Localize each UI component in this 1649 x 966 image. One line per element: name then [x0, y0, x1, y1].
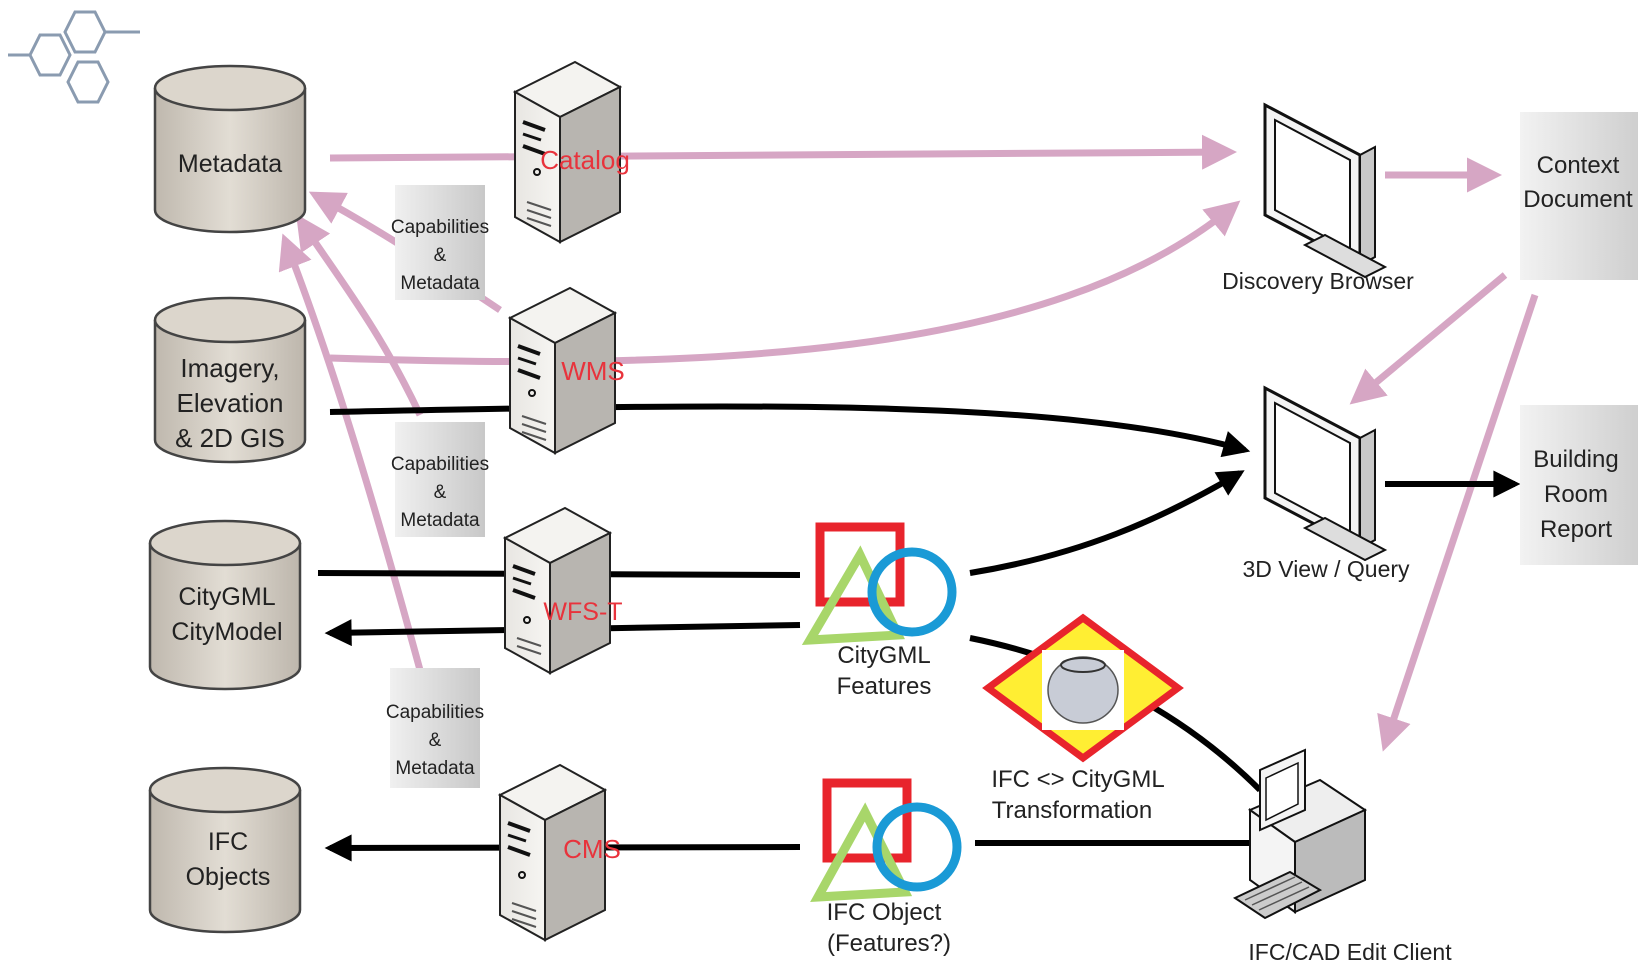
- imagery-label-3: & 2D GIS: [175, 423, 285, 453]
- svg-text:Capabilities: Capabilities: [391, 454, 489, 475]
- flow-wfst-metadata: [296, 214, 424, 417]
- svg-text:Document: Document: [1523, 186, 1633, 213]
- server-catalog: Catalog: [512, 60, 630, 244]
- ifc-object-features: IFC Object (Features?): [810, 778, 962, 957]
- workstation-icon: [1232, 748, 1368, 920]
- svg-text:Metadata: Metadata: [395, 758, 475, 779]
- features-icon: [801, 522, 957, 645]
- pink-flows: [278, 134, 1539, 752]
- monitor-icon: [1263, 385, 1388, 562]
- edit-client-label: IFC/CAD Edit Client: [1248, 939, 1452, 965]
- doc-context: Context Document: [1520, 112, 1638, 280]
- ifc-store-label-1: IFC: [208, 828, 248, 856]
- note-capabilities-3: Capabilities & Metadata: [386, 668, 484, 788]
- svg-text:Capabilities: Capabilities: [386, 702, 484, 723]
- transformation-label-1: IFC <> CityGML: [991, 766, 1164, 793]
- flow-context-edit: [1377, 293, 1539, 752]
- note-capabilities-2: Capabilities & Metadata: [391, 422, 489, 537]
- 3d-view-label: 3D View / Query: [1242, 556, 1410, 582]
- features-icon: [810, 778, 962, 902]
- monitor-icon: [1263, 102, 1388, 279]
- wms-label: WMS: [561, 356, 625, 386]
- server-wms: WMS: [507, 286, 625, 455]
- ifc-object-label-2: (Features?): [827, 930, 951, 957]
- metadata-label: Metadata: [178, 150, 282, 178]
- flow-metadata-discovery: [329, 134, 1237, 170]
- datastore-ifc: IFC Objects: [148, 766, 302, 934]
- transformation-label-2: Transformation: [992, 797, 1153, 824]
- svg-text:Metadata: Metadata: [400, 510, 480, 531]
- client-3d-view: 3D View / Query: [1242, 385, 1410, 582]
- svg-text:&: &: [429, 730, 442, 751]
- catalog-label: Catalog: [540, 145, 630, 175]
- datastore-imagery: Imagery, Elevation & 2D GIS: [153, 296, 307, 464]
- svg-text:Room: Room: [1544, 481, 1608, 508]
- svg-text:Building: Building: [1533, 446, 1618, 473]
- note-capabilities-1: Capabilities & Metadata: [391, 185, 489, 300]
- citygml-store-label-1: CityGML: [178, 583, 275, 611]
- datastore-metadata: Metadata: [153, 64, 307, 234]
- svg-text:Report: Report: [1540, 516, 1612, 543]
- ifc-store-label-2: Objects: [186, 863, 271, 891]
- svg-text:Context: Context: [1537, 152, 1620, 179]
- discovery-browser-label: Discovery Browser: [1222, 268, 1414, 294]
- wfst-label: WFS-T: [543, 598, 622, 626]
- doc-report: Building Room Report: [1520, 405, 1638, 565]
- citygml-store-label-2: CityModel: [171, 618, 282, 646]
- citygml-features: CityGML Features: [801, 522, 957, 700]
- flow-context-3dview: [1349, 272, 1508, 405]
- plate-icon: [1047, 656, 1119, 724]
- imagery-label-2: Elevation: [177, 388, 284, 418]
- svg-text:&: &: [434, 245, 447, 266]
- cms-label: CMS: [563, 834, 621, 864]
- svg-text:&: &: [434, 482, 447, 503]
- ifc-citygml-transformation: IFC <> CityGML Transformation: [982, 613, 1184, 824]
- flow-features-3dview: [969, 470, 1245, 576]
- svg-text:Metadata: Metadata: [400, 273, 480, 294]
- flow-imagery-discovery: [329, 200, 1241, 366]
- citygml-features-label-2: Features: [837, 673, 932, 700]
- flow-cms-metadata: [278, 233, 424, 671]
- ifc-object-label-1: IFC Object: [827, 899, 942, 926]
- citygml-features-label-1: CityGML: [837, 642, 930, 669]
- server-wfst: WFS-T: [502, 506, 623, 675]
- server-cms: CMS: [497, 763, 621, 942]
- client-ifc-cad-edit: IFC/CAD Edit Client: [1232, 748, 1452, 965]
- svg-text:Capabilities: Capabilities: [391, 217, 489, 238]
- datastore-citygml: CityGML CityModel: [148, 519, 302, 691]
- client-discovery-browser: Discovery Browser: [1222, 102, 1414, 294]
- imagery-label-1: Imagery,: [180, 353, 279, 383]
- logo-hexagons: [8, 10, 140, 104]
- flow-imagery-3dview: [329, 403, 1251, 458]
